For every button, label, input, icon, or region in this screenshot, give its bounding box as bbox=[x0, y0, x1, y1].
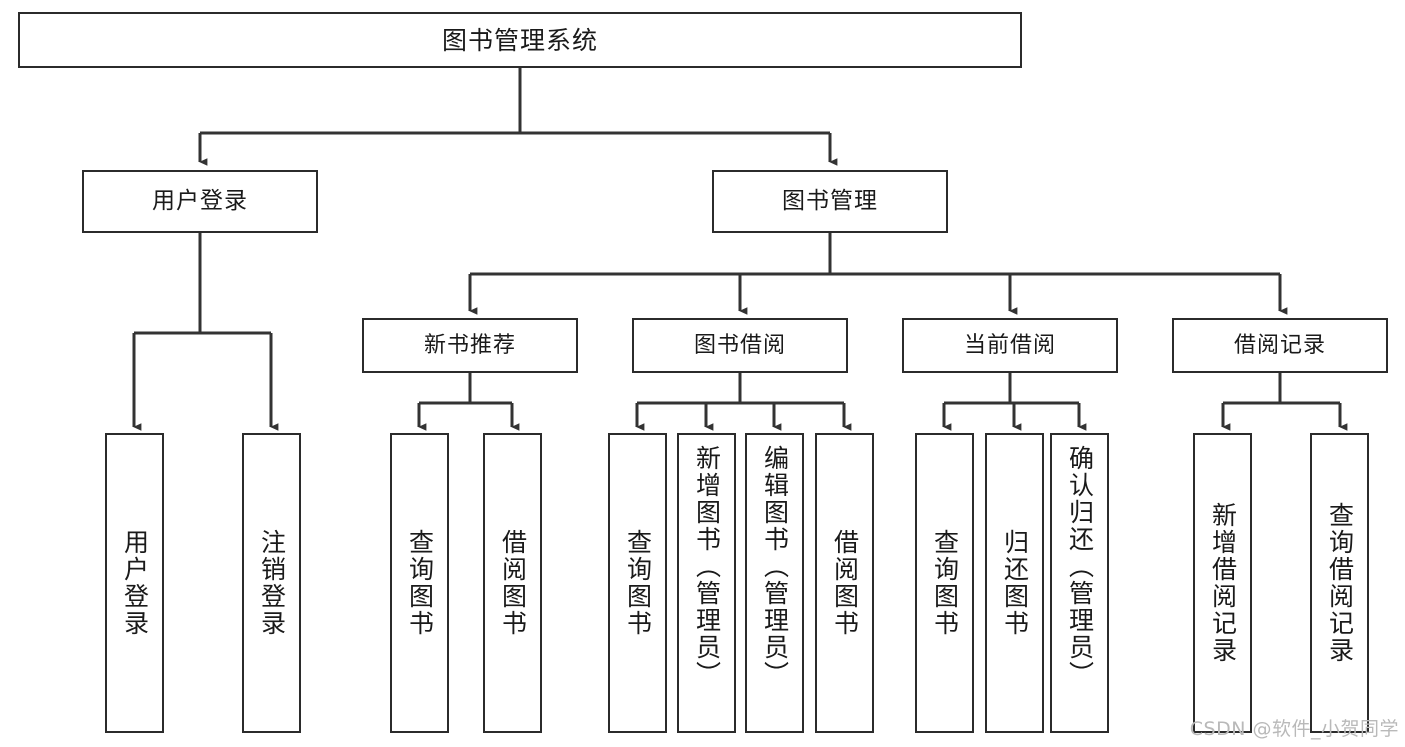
node-book-management[interactable]: 图书管理 bbox=[712, 170, 948, 233]
node-label: 查询借阅记录 bbox=[1325, 502, 1355, 664]
node-label: 查询图书 bbox=[930, 529, 960, 637]
node-leaf-query-borrow-record[interactable]: 查询借阅记录 bbox=[1310, 433, 1369, 733]
node-leaf-add-borrow-record[interactable]: 新增借阅记录 bbox=[1193, 433, 1252, 733]
node-leaf-user-login[interactable]: 用户登录 bbox=[105, 433, 164, 733]
node-leaf-query-book-current[interactable]: 查询图书 bbox=[915, 433, 974, 733]
node-leaf-borrow-book[interactable]: 借阅图书 bbox=[815, 433, 874, 733]
node-leaf-confirm-return-admin[interactable]: 确认归还（管理员） bbox=[1050, 433, 1109, 733]
node-label: 用户登录 bbox=[120, 529, 150, 637]
node-label: 图书借阅 bbox=[693, 332, 786, 358]
node-new-book-recommend[interactable]: 新书推荐 bbox=[362, 318, 578, 373]
node-leaf-edit-book-admin[interactable]: 编辑图书（管理员） bbox=[745, 433, 804, 733]
node-label: 编辑图书（管理员） bbox=[760, 445, 790, 688]
node-label: 新增图书（管理员） bbox=[692, 445, 722, 688]
node-current-borrow[interactable]: 当前借阅 bbox=[902, 318, 1118, 373]
node-label: 归还图书 bbox=[1000, 529, 1030, 637]
node-label: 确认归还（管理员） bbox=[1065, 445, 1095, 688]
node-leaf-return-book[interactable]: 归还图书 bbox=[985, 433, 1044, 733]
node-label: 当前借阅 bbox=[963, 332, 1056, 358]
node-leaf-borrow-book-recommend[interactable]: 借阅图书 bbox=[483, 433, 542, 733]
node-label: 借阅图书 bbox=[830, 529, 860, 637]
node-user-login[interactable]: 用户登录 bbox=[82, 170, 318, 233]
node-label: 图书管理 bbox=[782, 188, 878, 214]
node-label: 查询图书 bbox=[623, 529, 653, 637]
node-book-borrow[interactable]: 图书借阅 bbox=[632, 318, 848, 373]
node-label: 新书推荐 bbox=[423, 332, 516, 358]
node-label: 用户登录 bbox=[152, 188, 248, 214]
node-label: 借阅记录 bbox=[1233, 332, 1326, 358]
node-label: 图书管理系统 bbox=[441, 25, 598, 55]
node-label: 新增借阅记录 bbox=[1208, 502, 1238, 664]
node-leaf-add-book-admin[interactable]: 新增图书（管理员） bbox=[677, 433, 736, 733]
node-label: 注销登录 bbox=[257, 529, 287, 637]
node-leaf-query-book-recommend[interactable]: 查询图书 bbox=[390, 433, 449, 733]
node-root-book-management-system[interactable]: 图书管理系统 bbox=[18, 12, 1022, 68]
node-leaf-logout[interactable]: 注销登录 bbox=[242, 433, 301, 733]
node-borrow-record[interactable]: 借阅记录 bbox=[1172, 318, 1388, 373]
node-leaf-query-book-borrow[interactable]: 查询图书 bbox=[608, 433, 667, 733]
node-label: 查询图书 bbox=[405, 529, 435, 637]
watermark: CSDN @软件_小贺同学 bbox=[1189, 718, 1399, 740]
node-label: 借阅图书 bbox=[498, 529, 528, 637]
